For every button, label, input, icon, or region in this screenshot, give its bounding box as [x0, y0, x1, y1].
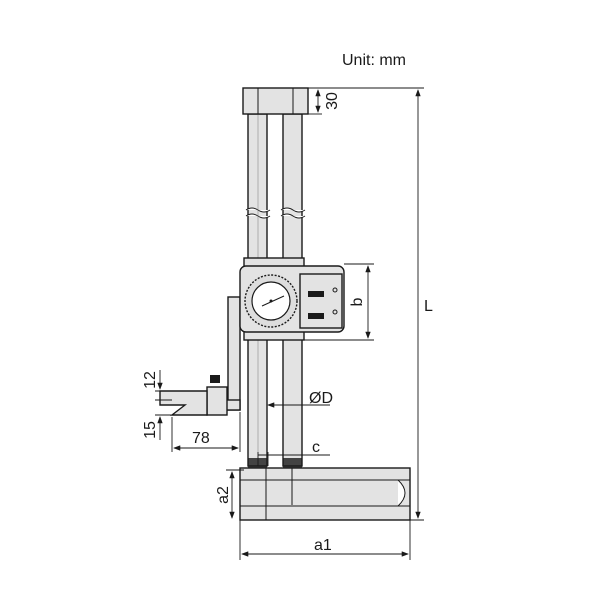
dim-base-height: a2 — [215, 486, 232, 504]
dim-c: c — [312, 439, 320, 456]
dim-length: L — [424, 298, 433, 315]
dim-slider-height: b — [349, 297, 366, 306]
dimension-lines — [155, 87, 424, 560]
dim-base-width: a1 — [314, 537, 332, 554]
slider-body — [239, 257, 345, 341]
dim-scriber-upper: 12 — [142, 371, 159, 389]
top-cap — [242, 87, 309, 115]
dial-needle — [261, 295, 285, 307]
dim-diameter: ØD — [309, 390, 333, 407]
dim-scriber-lower: 15 — [142, 421, 159, 439]
scriber-assembly — [159, 296, 241, 416]
unit-label: Unit: mm — [342, 52, 406, 69]
base — [239, 458, 411, 521]
dim-top-height: 30 — [324, 92, 341, 110]
dim-scriber-reach: 78 — [192, 430, 210, 447]
